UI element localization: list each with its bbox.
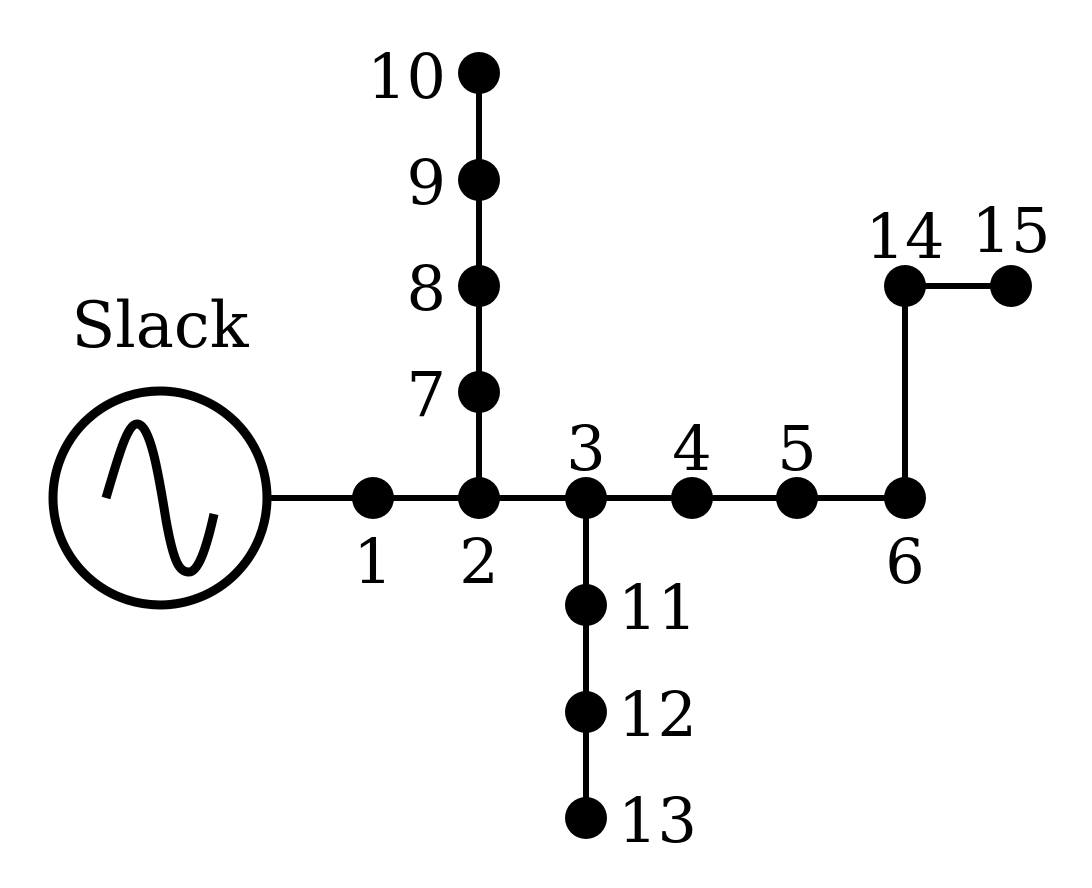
bus-node-13 (565, 797, 607, 839)
bus-label-6: 6 (885, 525, 924, 598)
bus-label-5: 5 (777, 412, 816, 485)
bus-label-8: 8 (407, 252, 446, 325)
bus-label-9: 9 (407, 146, 446, 219)
bus-node-1 (352, 477, 394, 519)
bus-label-15: 15 (972, 194, 1051, 267)
bus-node-12 (565, 691, 607, 733)
bus-label-7: 7 (407, 358, 446, 431)
bus-label-14: 14 (866, 200, 945, 273)
bus-label-11: 11 (618, 571, 697, 644)
bus-node-11 (565, 584, 607, 626)
bus-node-10 (458, 52, 500, 94)
bus-node-9 (458, 159, 500, 201)
bus-node-5 (776, 477, 818, 519)
bus-node-15 (990, 265, 1032, 307)
slack-label: Slack (71, 289, 249, 363)
bus-label-12: 12 (618, 678, 697, 751)
bus-node-2 (458, 477, 500, 519)
bus-label-1: 1 (353, 525, 392, 598)
bus-node-7 (458, 371, 500, 413)
bus-node-3 (565, 477, 607, 519)
buses-layer (352, 52, 1032, 839)
bus-label-4: 4 (672, 412, 711, 485)
bus-node-4 (671, 477, 713, 519)
sine-wave-icon (101, 419, 219, 577)
bus-label-3: 3 (566, 412, 605, 485)
slack-source: Slack (48, 289, 272, 610)
bus-node-6 (884, 477, 926, 519)
bus-node-8 (458, 265, 500, 307)
bus-node-14 (884, 265, 926, 307)
bus-label-13: 13 (618, 784, 697, 857)
bus-label-2: 2 (459, 525, 498, 598)
bus-label-10: 10 (367, 40, 446, 113)
